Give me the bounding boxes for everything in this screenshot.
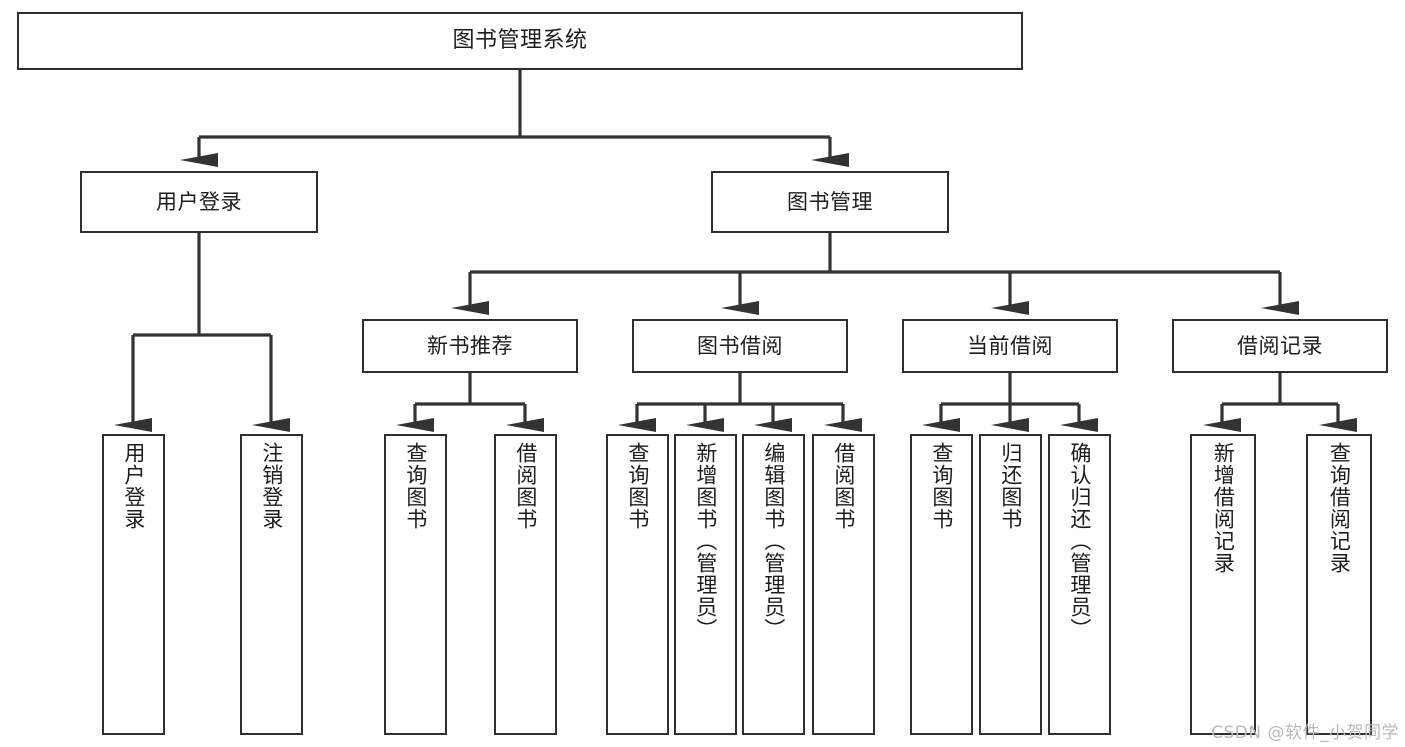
node-label: 借阅记录 (1237, 333, 1323, 358)
node-user-login[interactable]: 用户登录 (80, 171, 318, 233)
node-label: 用户登录 (156, 189, 242, 214)
node-current-borrow[interactable]: 当前借阅 (902, 319, 1118, 373)
leaf-current-borrow-confirm-return[interactable]: 确认归还（管理员） (1048, 434, 1111, 735)
leaf-book-borrow-edit-book[interactable]: 编辑图书（管理员） (742, 434, 805, 735)
node-new-book-recommend[interactable]: 新书推荐 (362, 319, 578, 373)
node-label: 新增借阅记录 (1211, 442, 1236, 574)
node-label: 确认归还（管理员） (1067, 442, 1092, 640)
node-book-borrow[interactable]: 图书借阅 (632, 319, 848, 373)
node-label: 新增图书（管理员） (693, 442, 718, 640)
node-label: 图书管理系统 (452, 28, 588, 54)
node-label: 归还图书 (998, 442, 1023, 530)
csdn-watermark: CSDN @软件_小贺同学 (1211, 723, 1399, 743)
node-label: 新书推荐 (427, 333, 513, 358)
leaf-book-borrow-add-book[interactable]: 新增图书（管理员） (674, 434, 737, 735)
node-root-book-management-system[interactable]: 图书管理系统 (17, 12, 1023, 70)
node-label: 当前借阅 (967, 333, 1053, 358)
node-label: 用户登录 (121, 442, 146, 530)
leaf-book-borrow-query-book[interactable]: 查询图书 (606, 434, 669, 735)
node-label: 查询图书 (929, 442, 954, 530)
node-label: 图书借阅 (697, 333, 783, 358)
leaf-borrow-records-query-record[interactable]: 查询借阅记录 (1306, 434, 1372, 735)
node-label: 借阅图书 (831, 442, 856, 530)
leaf-borrow-records-add-record[interactable]: 新增借阅记录 (1190, 434, 1256, 735)
node-label: 查询图书 (403, 442, 428, 530)
node-label: 借阅图书 (513, 442, 538, 530)
leaf-user-login-login[interactable]: 用户登录 (102, 434, 165, 735)
leaf-current-borrow-return-book[interactable]: 归还图书 (979, 434, 1042, 735)
node-label: 图书管理 (787, 189, 873, 214)
node-label: 查询借阅记录 (1327, 442, 1352, 574)
leaf-new-book-borrow-book[interactable]: 借阅图书 (494, 434, 557, 735)
node-borrow-records[interactable]: 借阅记录 (1172, 319, 1388, 373)
leaf-book-borrow-borrow-book[interactable]: 借阅图书 (812, 434, 875, 735)
node-label: 注销登录 (259, 442, 284, 530)
leaf-new-book-query-book[interactable]: 查询图书 (384, 434, 447, 735)
node-label: 编辑图书（管理员） (761, 442, 786, 640)
leaf-user-login-logout[interactable]: 注销登录 (240, 434, 303, 735)
node-label: 查询图书 (625, 442, 650, 530)
node-book-management[interactable]: 图书管理 (711, 171, 949, 233)
leaf-current-borrow-query-book[interactable]: 查询图书 (910, 434, 973, 735)
